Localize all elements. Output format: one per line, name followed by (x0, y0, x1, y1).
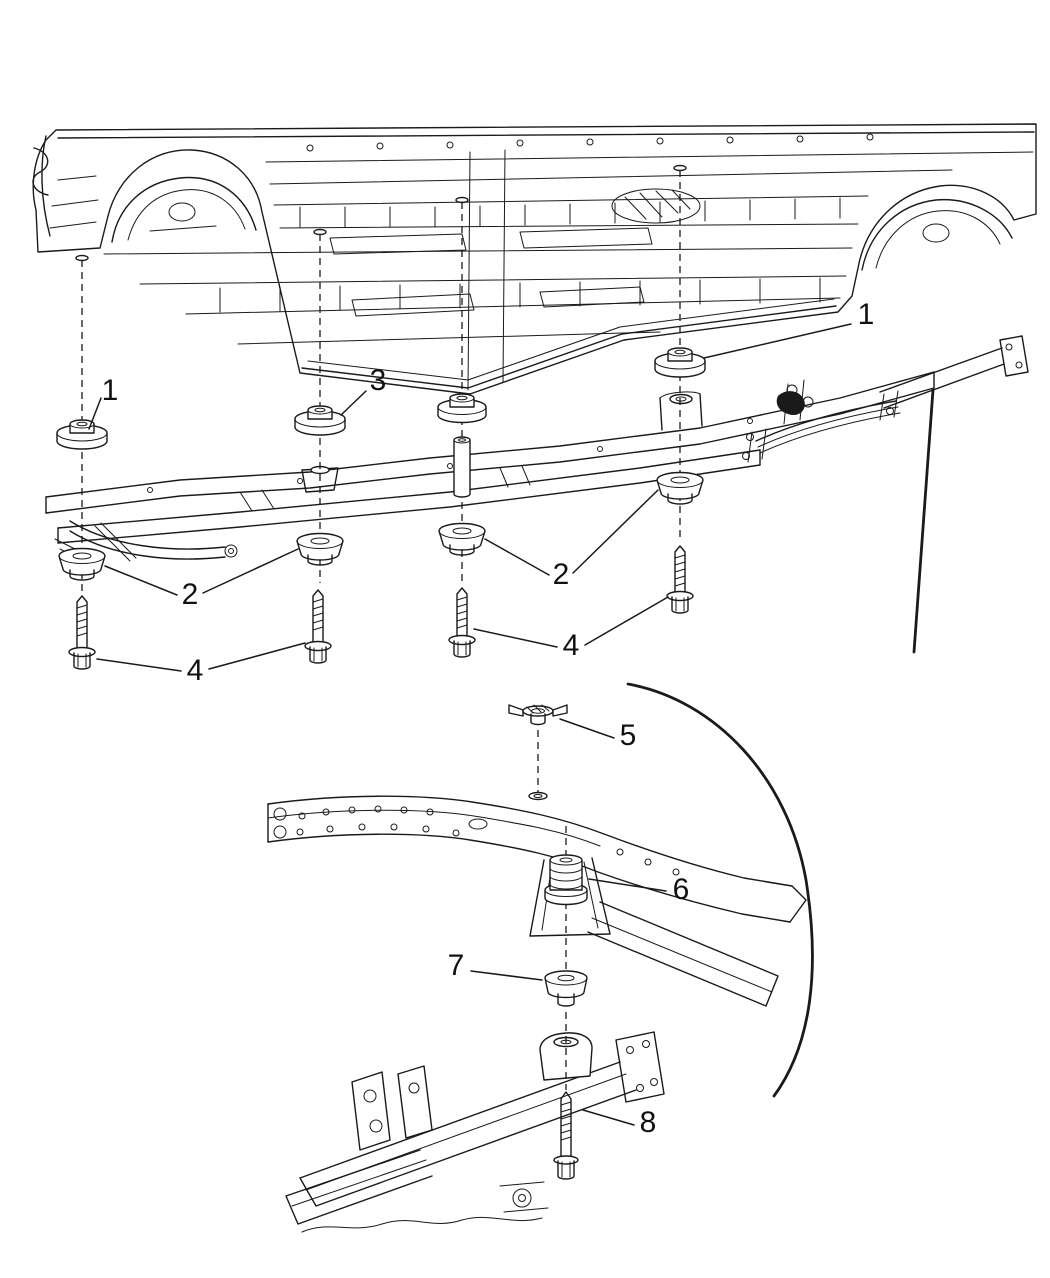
lower-insulator-mount-c (438, 522, 486, 556)
leader-line (484, 489, 659, 576)
callout-1-left: 1 (102, 374, 119, 407)
leader-line (559, 718, 615, 739)
rear-crossmember-detail-illustration (285, 1031, 665, 1233)
upper-insulator-mount-a (56, 419, 108, 450)
callout-2-right: 2 (553, 558, 570, 591)
leader-line (340, 390, 367, 416)
callout-5: 5 (620, 719, 637, 752)
upper-insulator-mount-c (437, 393, 487, 424)
mount-bolt-part-8 (553, 1091, 579, 1180)
lower-insulator-mount-d (656, 471, 704, 505)
vehicle-underbody-illustration (32, 123, 1037, 395)
callout-3: 3 (370, 364, 387, 397)
leader-line (582, 1109, 635, 1126)
lower-insulator-mount-b (296, 532, 344, 566)
callout-labels: 1 1 3 2 2 4 4 5 6 7 8 (102, 298, 875, 1139)
callout-4-left: 4 (187, 654, 204, 687)
upper-insulator-part-6 (544, 854, 588, 906)
reference-line (912, 388, 935, 654)
leader-line (104, 548, 299, 596)
frame-crossmember-detail-illustration (267, 791, 807, 1007)
leader-line (588, 878, 667, 892)
callout-4-right: 4 (563, 629, 580, 662)
mount-bolt-c (448, 587, 476, 658)
leader-line (470, 970, 543, 981)
spacer-sleeve-mount-c (453, 436, 471, 498)
callout-6: 6 (673, 873, 690, 906)
callout-2-left: 2 (182, 578, 199, 611)
detail-reference-marks (626, 388, 935, 1098)
callout-1-right: 1 (858, 298, 875, 331)
leader-line (473, 596, 669, 648)
callout-7: 7 (448, 949, 465, 982)
callout-8: 8 (640, 1106, 657, 1139)
mount-bolt-a (68, 595, 96, 670)
frame-illustration (45, 335, 1029, 562)
reference-arc (626, 682, 814, 1098)
upper-insulator-mount-d (654, 347, 706, 378)
callout-leaders (88, 323, 852, 1126)
assembly-centerlines (81, 170, 681, 1090)
retainer-part-5 (508, 704, 568, 726)
upper-insulator-mount-b (294, 405, 346, 436)
leader-line (88, 397, 102, 430)
leader-line (96, 642, 306, 672)
lower-insulator-mount-a (58, 547, 106, 581)
leader-line (703, 323, 852, 359)
mount-bolt-b (304, 589, 332, 664)
mount-bolt-d (666, 545, 694, 614)
lower-insulator-part-7 (544, 970, 588, 1007)
